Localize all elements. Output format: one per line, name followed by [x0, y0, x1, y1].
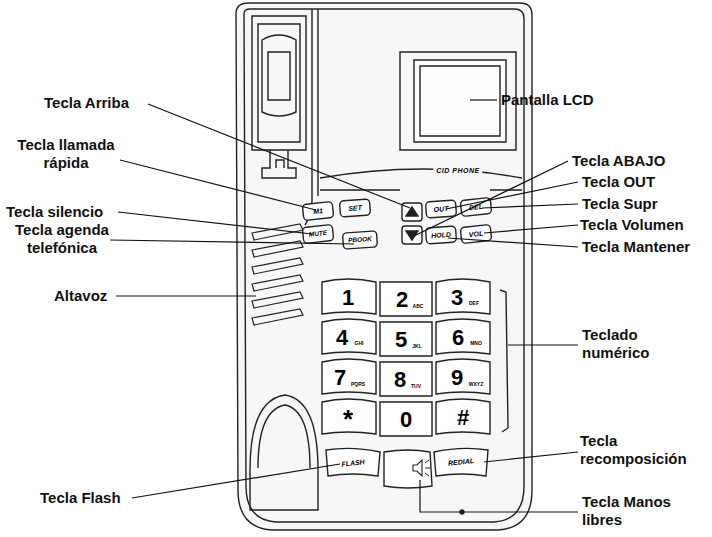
key-digit: 5 — [395, 329, 407, 351]
key-label: TUV — [411, 384, 421, 389]
callout-label: Tecla ABAJO — [572, 152, 707, 170]
callout-label: Tecla Mantener — [582, 238, 702, 256]
key-label: WXYZ — [469, 382, 483, 387]
callout-label: Tecla OUT — [582, 173, 707, 191]
key-digit: 0 — [400, 409, 412, 431]
callout-label: Pantalla LCD — [501, 91, 621, 109]
key-digit: # — [457, 407, 469, 429]
key-digit: 1 — [342, 287, 354, 309]
callout-label: Tecla agenda telefónica — [6, 221, 118, 257]
callout-label: Tecla silencio — [6, 203, 124, 221]
key-label: ABC — [413, 304, 424, 309]
key-label: GHI — [355, 341, 364, 346]
key-label: DEL — [469, 203, 484, 211]
key-digit: 9 — [451, 367, 463, 389]
key-digit: 3 — [451, 287, 463, 309]
key-digit: 2 — [396, 289, 408, 311]
callout-label: Tecla Arriba — [44, 94, 154, 112]
callout-label: Tecla llamada rápida — [6, 136, 126, 172]
key-label: HOLD — [431, 231, 451, 239]
callout-label: Tecla Flash — [40, 489, 140, 507]
key-label: M1 — [313, 207, 323, 215]
key-digit: * — [343, 406, 353, 432]
callout-label: Altavoz — [54, 287, 124, 305]
key-label: JKL — [412, 344, 421, 349]
callout-label: Tecla Manos libres — [582, 493, 692, 529]
key-label: SET — [348, 204, 362, 212]
callout-label: Tecla recomposición — [580, 432, 708, 468]
key-label: CID PHONE — [433, 167, 482, 174]
key-label: DEF — [469, 301, 479, 306]
key-label: VOL — [468, 230, 483, 238]
key-digit: 6 — [452, 327, 464, 349]
key-label: PQRS — [351, 382, 365, 387]
callout-label: Teclado numérico — [582, 326, 692, 362]
key-label: OUT — [433, 205, 448, 213]
callout-label: Tecla Volumen — [580, 216, 708, 234]
key-digit: 7 — [334, 367, 346, 389]
key-label: MNO — [470, 341, 482, 346]
key-digit: 8 — [394, 369, 406, 391]
callout-label: Tecla Supr — [582, 195, 707, 213]
key-digit: 4 — [336, 327, 348, 349]
